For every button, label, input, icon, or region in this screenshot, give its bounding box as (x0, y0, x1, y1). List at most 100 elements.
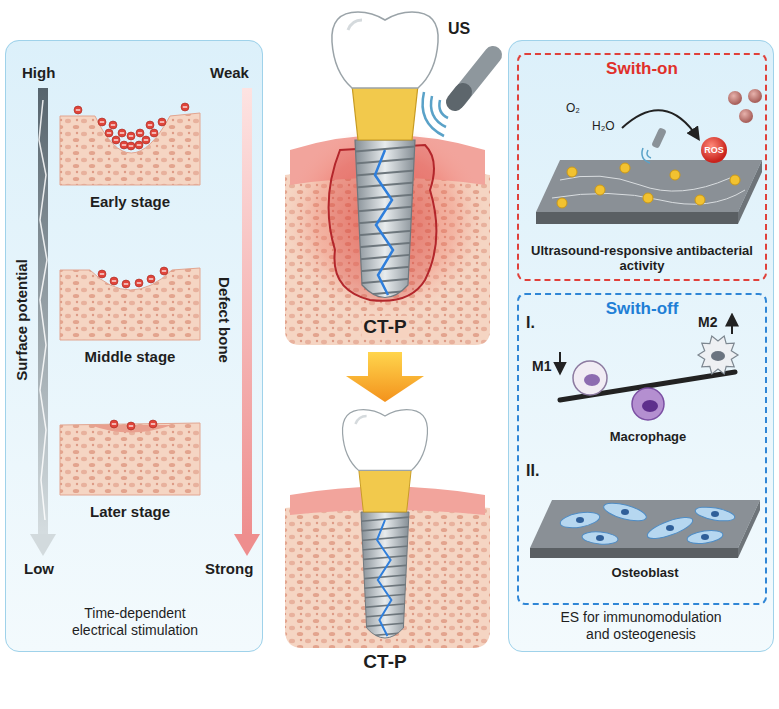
ellipse-shape (559, 510, 601, 531)
polygon-shape (536, 212, 738, 224)
probe-label: US (448, 20, 470, 38)
box-caption: Ultrasound-responsive antibacterial acti… (522, 243, 762, 274)
path-shape (60, 423, 200, 495)
cell-label: Osteoblast (611, 566, 678, 581)
use-shape (110, 420, 118, 428)
path-shape (60, 268, 200, 340)
use-shape (74, 106, 82, 114)
use-shape (98, 118, 106, 126)
bone-arrow (234, 88, 260, 556)
ellipse-shape (711, 511, 719, 517)
use-shape (112, 136, 120, 144)
circle-shape (632, 388, 664, 420)
path-shape (560, 176, 730, 191)
rect-shape (242, 88, 252, 536)
circle-shape (748, 89, 762, 103)
ros-label: ROS (704, 145, 724, 155)
ellipse-shape (576, 517, 584, 523)
progress-arrow (346, 352, 424, 402)
cell-label: Macrophage (610, 430, 687, 445)
ellipse-shape (666, 525, 674, 531)
path-shape (552, 190, 745, 204)
ellipse-shape (711, 351, 725, 361)
ellipse-shape (584, 374, 600, 386)
use-shape (147, 275, 155, 283)
implant-label: CT-P (361, 316, 408, 338)
axis-label: Surface potential (13, 259, 30, 381)
use-shape (332, 12, 438, 298)
use-shape (127, 422, 135, 430)
polygon-shape (234, 534, 260, 556)
middle-bone (60, 267, 200, 340)
circle-shape (739, 109, 753, 123)
stage-label: Middle stage (85, 348, 176, 365)
g-shape (559, 500, 736, 546)
use-shape (109, 121, 117, 129)
circle-shape (670, 170, 680, 180)
circle-shape (730, 175, 740, 185)
polygon-shape (536, 160, 762, 212)
line-shape (559, 352, 561, 372)
polygon-shape (530, 548, 738, 558)
box-heading: Swith-off (519, 299, 765, 319)
scale-end: Weak (210, 64, 249, 81)
infected-implant (285, 12, 490, 345)
use-shape (120, 141, 128, 149)
circle-shape (573, 361, 607, 395)
circle-shape (695, 195, 705, 205)
use-shape (118, 129, 126, 137)
ellipse-shape (602, 500, 648, 525)
polyline-shape (39, 100, 47, 520)
circle-shape (643, 193, 653, 203)
box-heading: Swith-on (519, 59, 765, 79)
healed-implant (285, 410, 490, 648)
use-shape (142, 136, 150, 144)
scale-end: Strong (205, 560, 253, 577)
molecule-label: H₂O (592, 120, 615, 134)
section-number: I. (526, 314, 535, 332)
scale-end: High (22, 64, 55, 81)
cell-label: M2 (698, 314, 717, 330)
switch-off-box: Swith-off (517, 293, 767, 605)
use-shape (160, 267, 168, 275)
use-shape (146, 121, 154, 129)
ellipse-shape (642, 400, 658, 412)
rect-shape (38, 88, 48, 536)
line-shape (455, 92, 463, 102)
circle-shape (557, 198, 567, 208)
path-shape (423, 92, 444, 136)
effect-panel: ES for immunomodulation and osteogenesis… (508, 40, 774, 652)
molecule-label: O₂ (566, 102, 580, 116)
use-shape (136, 129, 144, 137)
scale-end: Low (24, 560, 54, 577)
polygon-shape (698, 336, 738, 374)
path-shape (431, 96, 446, 127)
implant-label: CT-P (363, 651, 406, 673)
use-shape (98, 270, 106, 278)
use-shape (342, 410, 427, 638)
panel-caption: Time-dependent electrical stimulation (60, 605, 210, 639)
use-shape (127, 132, 135, 140)
stage-label: Early stage (90, 193, 170, 210)
use-shape (105, 129, 113, 137)
use-shape (122, 280, 130, 288)
ellipse-shape (596, 535, 604, 541)
section-number: II. (526, 462, 539, 480)
circle-shape (620, 163, 630, 173)
use-shape (150, 129, 158, 137)
polygon-shape (738, 500, 760, 558)
use-shape (110, 277, 118, 285)
path-shape (642, 148, 650, 163)
circle-shape (728, 91, 742, 105)
use-shape (135, 141, 143, 149)
panel-caption: ES for immunomodulation and osteogenesis (551, 609, 731, 643)
circle-shape (595, 185, 605, 195)
stage-label: Later stage (90, 503, 170, 520)
ultrasound-probe (423, 55, 493, 136)
use-shape (158, 118, 166, 126)
circle-shape (701, 137, 727, 163)
left-panel-ground (5, 40, 263, 652)
later-bone (60, 420, 200, 495)
use-shape (135, 279, 143, 287)
polygon-shape (530, 500, 760, 548)
